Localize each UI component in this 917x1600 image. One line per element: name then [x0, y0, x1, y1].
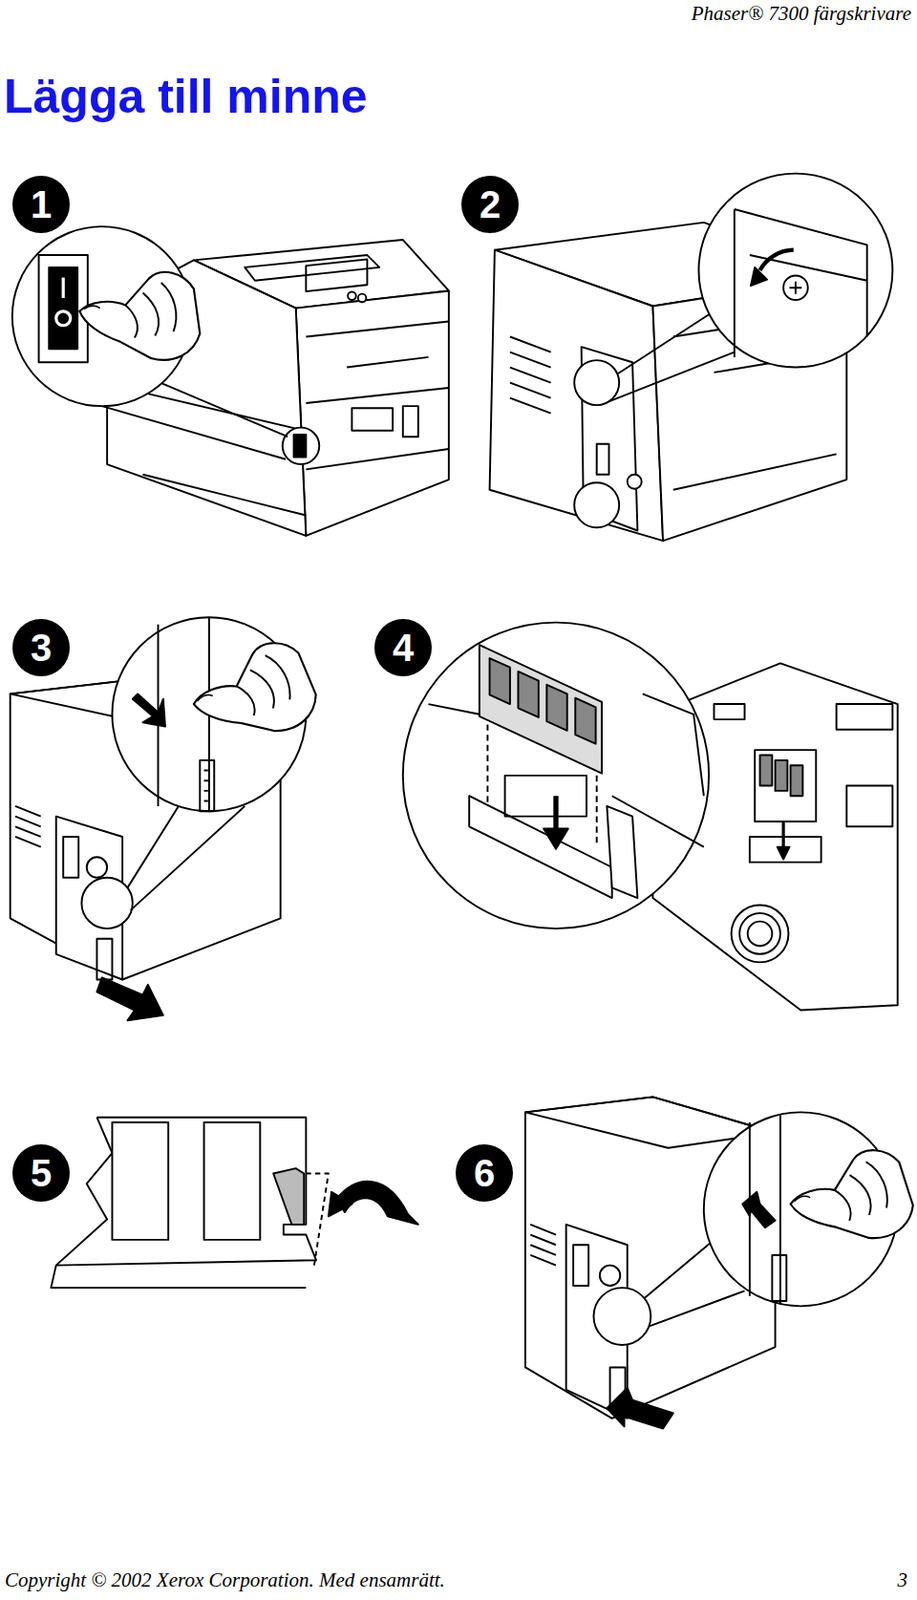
step-number: 6 — [473, 1153, 495, 1193]
step-number: 1 — [30, 185, 52, 224]
running-header: Phaser® 7300 färgskrivare — [691, 1, 912, 26]
step-badge: 2 — [461, 175, 519, 234]
step-number: 5 — [30, 1153, 52, 1193]
step-badge: 5 — [12, 1144, 70, 1202]
step-number: 2 — [479, 185, 501, 224]
page-number: 3 — [897, 1568, 909, 1593]
step-badge: 1 — [12, 175, 70, 234]
copyright-footer: Copyright © 2002 Xerox Corporation. Med … — [4, 1568, 446, 1593]
step-number: 4 — [392, 628, 414, 667]
step-number: 3 — [30, 628, 52, 667]
step-badge: 4 — [374, 618, 432, 677]
step-badge: 3 — [12, 618, 70, 677]
step-badge: 6 — [455, 1144, 513, 1202]
page-title: Lägga till minne — [3, 68, 368, 125]
